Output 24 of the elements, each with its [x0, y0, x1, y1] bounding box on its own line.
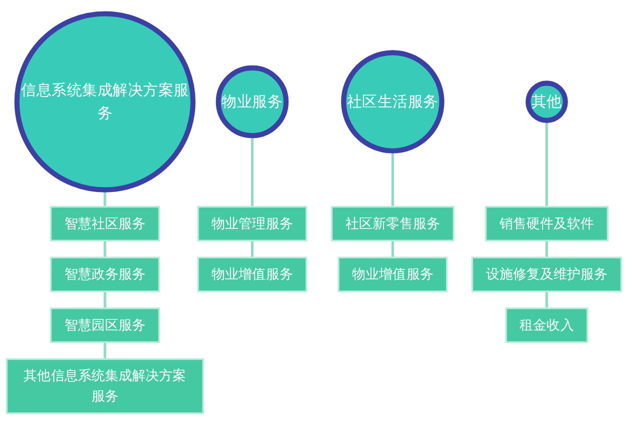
node-box: 智慧园区服务 [50, 307, 160, 343]
node-circle: 物业服务 [216, 65, 289, 138]
node-box: 智慧政务服务 [50, 256, 160, 292]
connector [545, 240, 548, 258]
node-box: 物业增值服务 [197, 256, 308, 292]
node-box: 社区新零售服务 [330, 206, 454, 242]
node-box: 租金收入 [505, 307, 588, 343]
connector [391, 240, 394, 258]
node-box: 物业管理服务 [197, 206, 308, 242]
connector [250, 136, 254, 207]
connector [545, 291, 548, 308]
node-box: 其他信息系统集成解决方案服务 [6, 358, 204, 414]
node-box: 物业增值服务 [338, 256, 448, 292]
connector [104, 240, 106, 258]
connector [104, 342, 106, 360]
node-box: 销售硬件及软件 [484, 206, 609, 242]
connector [104, 291, 106, 308]
connector [250, 240, 254, 258]
node-circle: 社区生活服务 [341, 50, 444, 154]
node-box: 智慧社区服务 [50, 206, 160, 242]
node-circle: 信息系统集成解决方案服务 [14, 11, 196, 192]
node-circle: 其他 [526, 80, 568, 123]
node-box: 设施修复及维护服务 [471, 256, 622, 292]
connector [104, 190, 106, 207]
